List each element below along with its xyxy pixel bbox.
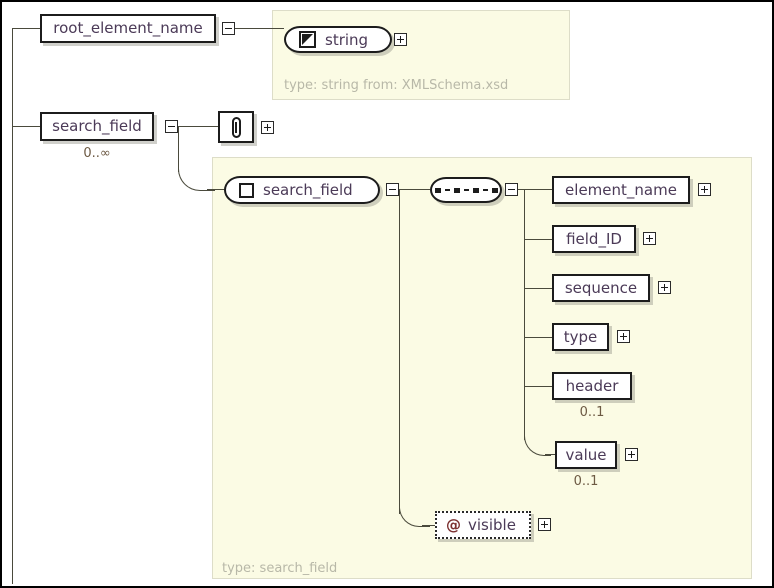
toggle-attribute-visible[interactable] xyxy=(538,518,551,531)
node-element-name-label: element_name xyxy=(565,180,677,199)
node-header[interactable]: header xyxy=(552,372,632,400)
toggle-field-id[interactable] xyxy=(643,232,656,245)
node-sequence[interactable]: sequence xyxy=(552,274,650,302)
link-type-curve-to-attribute xyxy=(399,499,430,527)
link-into-attribute xyxy=(422,525,438,526)
node-type-label: type xyxy=(563,327,598,346)
link-type-to-sequence xyxy=(399,189,430,190)
node-sequence-label: sequence xyxy=(564,278,638,297)
search-field-type-panel xyxy=(212,157,752,579)
link-search-field-curve xyxy=(178,160,215,191)
node-root-element-name[interactable]: root_element_name xyxy=(40,14,216,43)
node-root-element-name-label: root_element_name xyxy=(53,19,203,37)
node-attribute-visible-label: visible xyxy=(468,516,516,534)
toggle-element-name[interactable] xyxy=(698,183,711,196)
at-sign-icon: @ xyxy=(446,516,461,534)
node-sequence-compositor xyxy=(430,177,502,203)
link-search-field-down xyxy=(178,126,179,172)
string-type-panel-label: type: string from: XMLSchema.xsd xyxy=(284,78,509,93)
node-value[interactable]: value xyxy=(555,441,617,469)
node-string-wrap[interactable]: string xyxy=(284,26,392,53)
child-stub-field-id xyxy=(524,239,552,240)
search-field-type-panel-label: type: search_field xyxy=(222,561,338,576)
toggle-sequence-compositor[interactable] xyxy=(505,183,518,196)
toggle-search-field-type[interactable] xyxy=(386,183,399,196)
node-string: string xyxy=(284,26,392,53)
child-stub-value xyxy=(545,454,555,455)
simple-type-icon xyxy=(299,31,316,48)
node-element-name[interactable]: element_name xyxy=(552,176,690,204)
paperclip-icon xyxy=(231,116,241,138)
cardinality-value: 0..1 xyxy=(573,474,599,489)
toggle-type[interactable] xyxy=(617,330,630,343)
node-field-id-label: field_ID xyxy=(566,229,622,248)
node-search-field-type-wrap[interactable]: search_field xyxy=(224,176,380,204)
toggle-root-element-name[interactable] xyxy=(222,22,235,35)
root-stub-2 xyxy=(12,126,40,127)
node-attribute-visible[interactable]: @ visible xyxy=(435,511,531,539)
node-string-label: string xyxy=(325,30,369,49)
node-type[interactable]: type xyxy=(552,323,609,351)
toggle-sequence[interactable] xyxy=(658,281,671,294)
root-stub-1 xyxy=(12,28,40,29)
sequence-icon xyxy=(434,187,498,193)
link-search-field-to-attachment xyxy=(178,126,218,127)
node-field-id[interactable]: field_ID xyxy=(552,225,636,253)
node-sequence-compositor-wrap[interactable] xyxy=(430,177,502,203)
toggle-string[interactable] xyxy=(394,33,407,46)
node-search-field-root-label: search_field xyxy=(52,117,142,135)
root-trunk-line xyxy=(12,28,13,584)
string-type-panel xyxy=(272,10,570,100)
node-search-field-root[interactable]: search_field xyxy=(40,112,154,141)
child-stub-header xyxy=(524,386,552,387)
toggle-value[interactable] xyxy=(625,448,638,461)
link-sequence-to-element-name xyxy=(518,189,552,190)
node-search-field-type-label: search_field xyxy=(263,181,353,199)
attribute-group-icon-box[interactable] xyxy=(218,111,254,143)
child-stub-sequence xyxy=(524,288,552,289)
link-search-field-into-panel xyxy=(207,189,229,190)
child-branch-trunk xyxy=(524,189,525,440)
node-header-label: header xyxy=(565,376,619,395)
complex-type-icon xyxy=(239,182,254,198)
cardinality-header: 0..1 xyxy=(579,405,605,420)
link-type-down-trunk xyxy=(399,189,400,514)
toggle-search-field-root[interactable] xyxy=(165,120,178,133)
node-value-label: value xyxy=(565,445,607,464)
link-root-to-string xyxy=(235,28,284,29)
node-search-field-type: search_field xyxy=(224,176,380,204)
toggle-attribute-group[interactable] xyxy=(261,121,274,134)
child-stub-type xyxy=(524,337,552,338)
cardinality-search-field-root: 0..∞ xyxy=(83,146,111,161)
